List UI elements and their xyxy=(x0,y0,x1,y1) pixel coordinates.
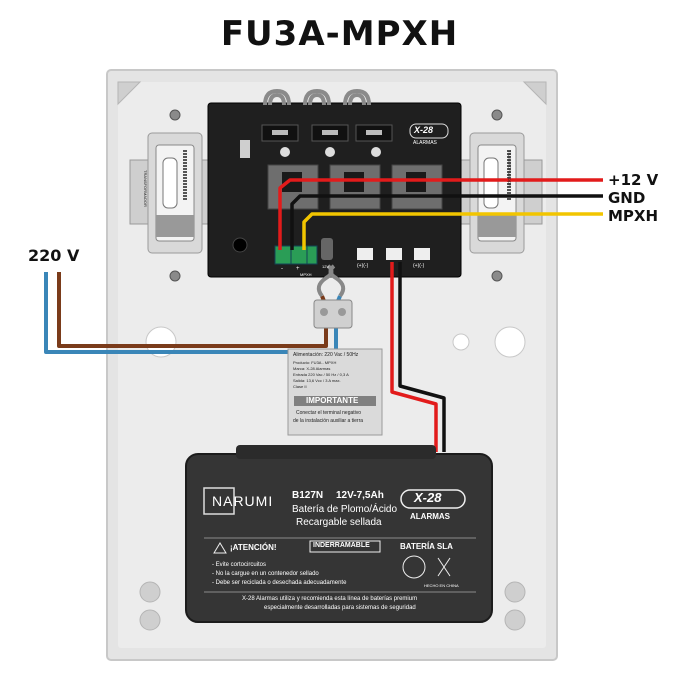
transformer-left-text: TRANSFORMADOR xyxy=(143,170,148,207)
pcb-terminal-minus: - xyxy=(281,266,283,272)
wire-gnd-label: GND xyxy=(608,189,646,207)
battery-wires xyxy=(390,262,446,452)
sticker-important: IMPORTANTE xyxy=(306,396,359,405)
battery-sla: BATERÍA SLA xyxy=(400,542,453,551)
sticker-note2: de la instalación auxiliar a tierra xyxy=(293,418,364,424)
sticker-line4: Entrada 220 Vac / 50 Hz / 0,3 A xyxy=(293,372,349,377)
knockout-hole-left xyxy=(145,326,177,358)
pcb-board xyxy=(207,88,462,278)
transformer-right-text: TRANSFORMADOR xyxy=(507,150,512,187)
sticker-line1: Alimentación: 220 Vac / 50Hz xyxy=(293,352,359,358)
wire-gnd xyxy=(290,194,603,250)
terminal-block xyxy=(313,264,353,329)
pcb-logo: X-28 xyxy=(414,125,434,135)
battery-logo: X-28 xyxy=(414,490,442,505)
battery-logo-sub: ALARMAS xyxy=(410,512,450,521)
mains-input-label: 220 V xyxy=(28,246,80,265)
battery-wire-black xyxy=(398,262,446,452)
battery-wire-red xyxy=(390,262,438,452)
pcb-logo-sub: ALARMAS xyxy=(413,140,437,146)
battery-attention: ¡ATENCIÓN! xyxy=(230,543,277,552)
output-wires xyxy=(278,178,603,250)
wire-12v xyxy=(278,178,603,250)
battery-warn3: - Debe ser reciclada o desechada adecuad… xyxy=(212,580,347,586)
battery-rating: 12V-7,5Ah xyxy=(336,490,384,501)
pcb-battery-connector-2: (+)(-) xyxy=(413,263,425,269)
transformer-left xyxy=(129,132,213,254)
battery xyxy=(185,445,493,623)
battery-type-line2: Recargable sellada xyxy=(296,517,382,528)
sticker-line2: Producto: FU3A - MPXH xyxy=(293,360,337,365)
mount-holes xyxy=(117,81,547,631)
battery-brand: NARUMI xyxy=(212,493,274,509)
battery-footer2: especialmente desarrolladas para sistema… xyxy=(264,605,416,611)
battery-type-line1: Batería de Plomo/Ácido xyxy=(292,504,398,515)
wire-mpxh-label: MPXH xyxy=(608,207,659,225)
battery-warn2: - No la cargue en un contenedor sellado xyxy=(212,571,319,577)
pcb-terminal-mpxh: MPXH xyxy=(300,272,312,277)
battery-inderramable: INDERRAMABLE xyxy=(313,542,370,549)
sticker-line6: Clase II xyxy=(293,384,307,389)
sticker-line5: Salida: 13,6 Vcc / 3 A max. xyxy=(293,378,341,383)
battery-made-in: HECHO EN CHINA xyxy=(424,583,459,588)
wire-12v-label: +12 V xyxy=(608,171,659,189)
knockout-hole-right xyxy=(494,326,526,358)
sticker-note1: Conectar el terminal negativo xyxy=(296,410,362,416)
battery-warn1: - Evite cortocircuitos xyxy=(212,562,267,568)
knockout-hole-small xyxy=(452,333,470,351)
battery-footer1: X-28 Alarmas utiliza y recomienda esta l… xyxy=(242,596,418,602)
battery-model: B127N xyxy=(292,490,324,501)
sticker-line3: Marca: X-28 Alarmas xyxy=(293,366,331,371)
pcb-voltage-mark: 12V xyxy=(322,264,330,269)
transformer-right xyxy=(459,132,543,254)
wire-mpxh xyxy=(302,212,603,250)
pcb-terminal-plus: + xyxy=(296,266,300,272)
page-title: FU3A-MPXH xyxy=(220,14,459,54)
info-sticker xyxy=(287,348,383,436)
pcb-battery-connector-1: (+)(-) xyxy=(357,263,369,269)
